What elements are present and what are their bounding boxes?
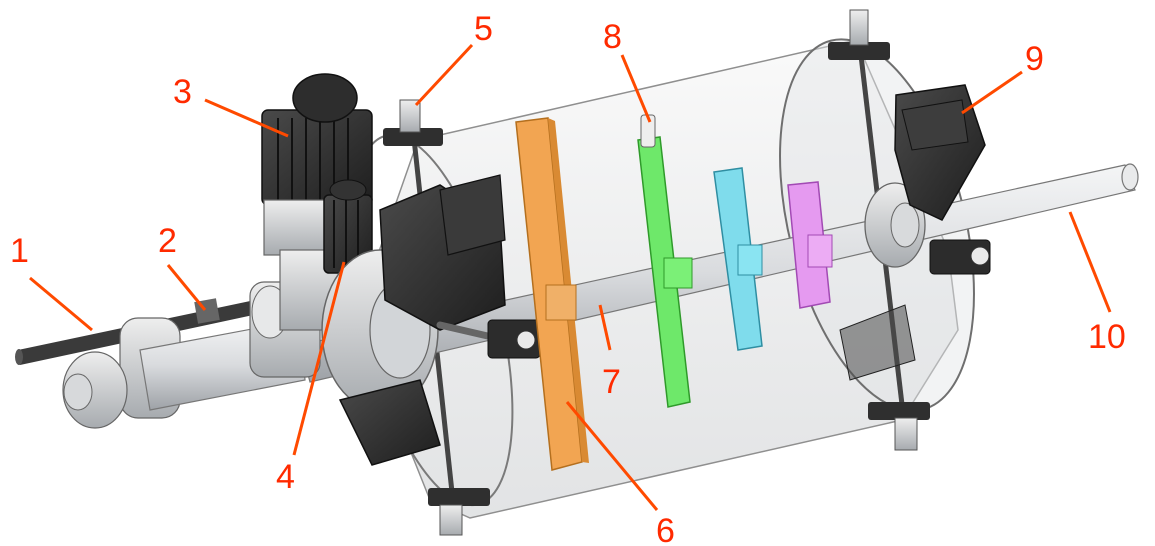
right-clamp-bracket [839, 84, 991, 381]
callout-7: 7 [602, 363, 621, 401]
callout-6: 6 [656, 512, 675, 546]
leader-7 [598, 304, 612, 351]
left-handle [436, 319, 541, 359]
leader-6 [565, 401, 659, 511]
leader-9 [961, 70, 1023, 115]
leader-10 [1068, 211, 1112, 313]
callout-3: 3 [173, 73, 192, 111]
callout-numbers: 1 2 3 4 5 6 7 8 9 10 [10, 10, 1126, 546]
leader-5 [414, 43, 474, 107]
cyan-probe-holder [713, 167, 763, 351]
leader-3 [204, 98, 289, 138]
gear-reducer [323, 179, 373, 274]
callout-10: 10 [1088, 318, 1126, 356]
callout-9: 9 [1025, 40, 1044, 78]
left-clamp-bracket [338, 174, 506, 466]
orange-probe-holder [515, 117, 589, 471]
callout-2: 2 [158, 222, 177, 260]
callout-5: 5 [474, 10, 493, 48]
left-couplings [62, 281, 321, 429]
callout-8: 8 [603, 18, 622, 56]
nut-plates [383, 9, 930, 536]
leader-2 [166, 264, 207, 311]
callout-leaders [29, 43, 1112, 511]
green-probe-holder [637, 114, 693, 408]
leader-8 [620, 54, 652, 123]
callout-4: 4 [276, 458, 295, 496]
pink-probe-holder [787, 181, 833, 309]
callout-1: 1 [10, 232, 29, 270]
leader-1 [29, 276, 93, 332]
leader-4 [292, 261, 346, 456]
